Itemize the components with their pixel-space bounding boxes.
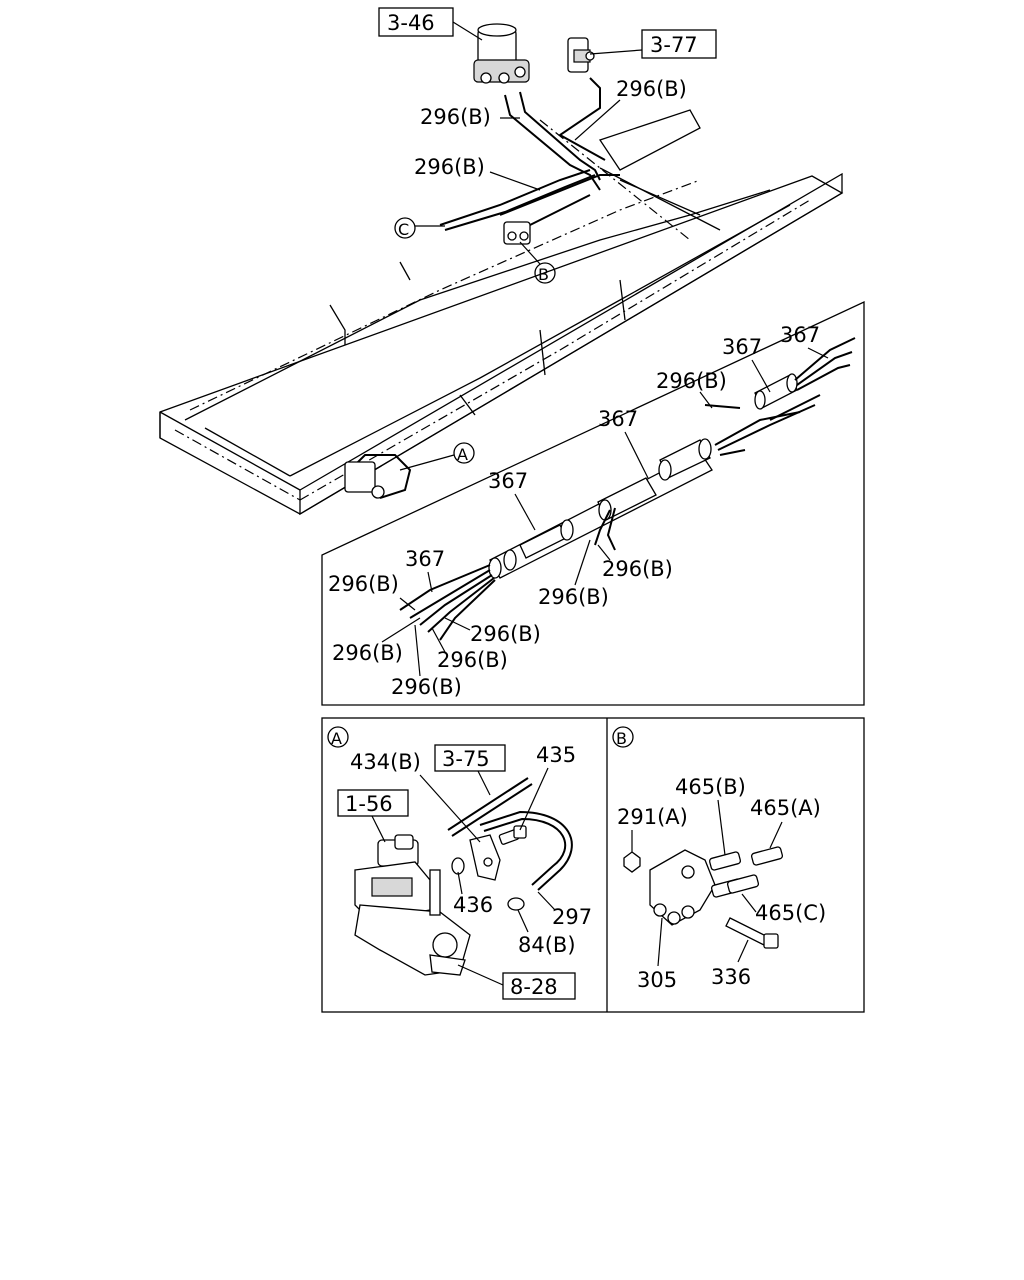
detail-panel bbox=[321, 717, 865, 1013]
callout-clamp-367-4: 367 bbox=[488, 469, 528, 493]
marker-b[interactable]: B bbox=[534, 262, 556, 284]
callout-305: 305 bbox=[637, 968, 677, 992]
callout-465a: 465(A) bbox=[750, 796, 821, 820]
callout-main-pipe-2: 296(B) bbox=[420, 105, 491, 129]
brake-pipe-routing bbox=[439, 77, 620, 231]
callout-434b: 434(B) bbox=[350, 750, 421, 774]
callout-297: 297 bbox=[552, 905, 592, 929]
air-dryer-assembly bbox=[473, 23, 530, 84]
callout-clamp-367-3: 367 bbox=[598, 407, 638, 431]
detail-a-title: A bbox=[327, 726, 349, 748]
chassis-frame bbox=[159, 109, 844, 516]
callout-harness-pipe-5: 296(B) bbox=[470, 622, 541, 646]
harness-detail-panel bbox=[321, 300, 865, 706]
pipe-harness bbox=[399, 337, 856, 641]
ref-box-8-28[interactable] bbox=[502, 972, 576, 1000]
marker-a[interactable]: A bbox=[453, 442, 475, 464]
callout-harness-pipe-2: 296(B) bbox=[602, 557, 673, 581]
callout-clamp-367-1: 367 bbox=[780, 323, 820, 347]
callout-clamp-367-2: 367 bbox=[722, 335, 762, 359]
ref-label-3-46[interactable]: 3-46 bbox=[387, 11, 435, 35]
detail-b-title-label: B bbox=[616, 729, 627, 748]
ref-label-3-75[interactable]: 3-75 bbox=[442, 747, 490, 771]
ref-box-3-75[interactable] bbox=[434, 744, 506, 772]
callout-main-pipe-1: 296(B) bbox=[616, 77, 687, 101]
callout-main-pipe-3: 296(B) bbox=[414, 155, 485, 179]
ref-box-3-77[interactable] bbox=[641, 29, 717, 59]
callout-84b: 84(B) bbox=[518, 933, 576, 957]
detail-a-title-label: A bbox=[331, 729, 342, 748]
callout-336: 336 bbox=[711, 965, 751, 989]
callout-harness-pipe-4: 296(B) bbox=[328, 572, 399, 596]
pipe-clamp-b bbox=[503, 221, 531, 245]
marker-a-label: A bbox=[457, 445, 468, 464]
callout-465b: 465(B) bbox=[675, 775, 746, 799]
callout-435: 435 bbox=[536, 743, 576, 767]
callout-436: 436 bbox=[453, 893, 493, 917]
ref-label-3-77[interactable]: 3-77 bbox=[650, 33, 698, 57]
callout-harness-pipe-8: 296(B) bbox=[391, 675, 462, 699]
ref-box-1-56[interactable] bbox=[337, 789, 409, 817]
detail-b-assembly bbox=[623, 846, 784, 949]
marker-c[interactable]: C bbox=[394, 217, 416, 239]
detail-b-title: B bbox=[612, 726, 634, 748]
marker-c-label: C bbox=[398, 220, 409, 239]
detail-a-assembly bbox=[354, 777, 573, 976]
marker-b-label: B bbox=[538, 265, 549, 284]
callout-clamp-367-5: 367 bbox=[405, 547, 445, 571]
callout-harness-pipe-3: 296(B) bbox=[538, 585, 609, 609]
callout-harness-pipe-7: 296(B) bbox=[437, 648, 508, 672]
ref-label-1-56[interactable]: 1-56 bbox=[345, 792, 393, 816]
valve-assembly-3-77 bbox=[567, 37, 595, 73]
callout-harness-pipe-1: 296(B) bbox=[656, 369, 727, 393]
callout-291a: 291(A) bbox=[617, 805, 688, 829]
callout-harness-pipe-6: 296(B) bbox=[332, 641, 403, 665]
callout-465c: 465(C) bbox=[755, 901, 826, 925]
ref-label-8-28[interactable]: 8-28 bbox=[510, 975, 558, 999]
pipe-bracket-a bbox=[344, 454, 412, 499]
